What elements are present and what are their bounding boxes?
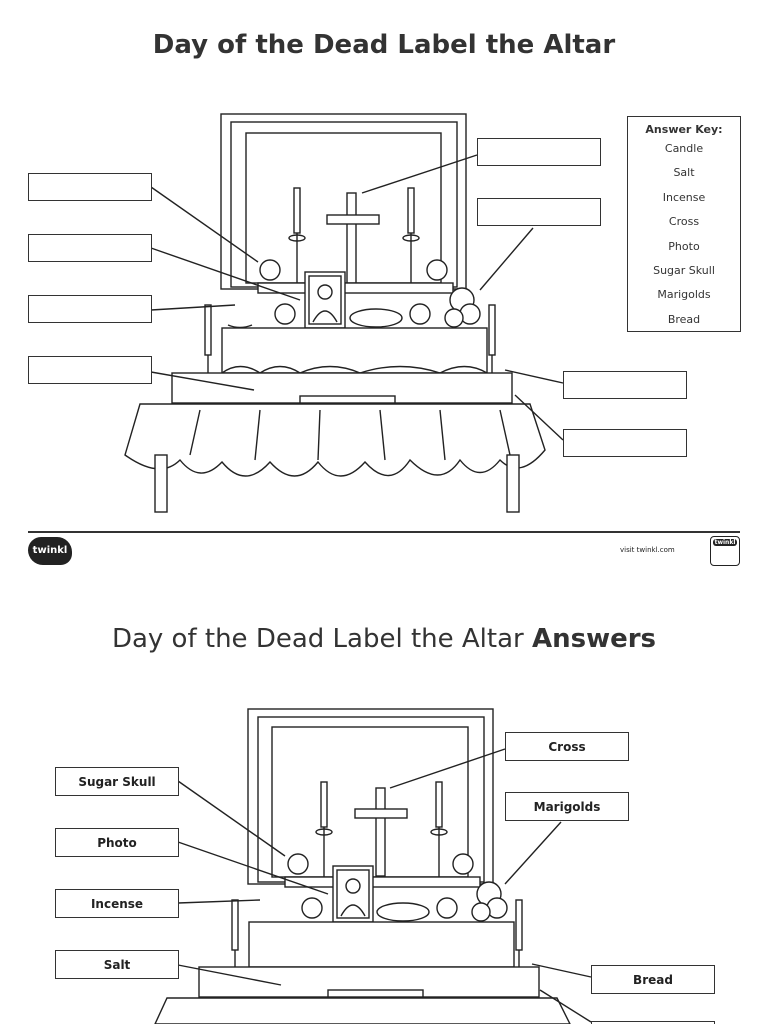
twinkl-logo[interactable]: twinkl [28, 537, 72, 565]
blank-label-box[interactable] [477, 198, 601, 226]
blank-label-box[interactable] [477, 138, 601, 166]
answers-title: Day of the Dead Label the Altar Answers [0, 624, 768, 654]
answer-label-marigolds: Marigolds [505, 792, 629, 821]
answer-label-bread: Bread [591, 965, 715, 994]
answer-label-incense: Incense [55, 889, 179, 918]
answer-label-cross: Cross [505, 732, 629, 761]
quality-badge-icon: twinkl [710, 536, 740, 566]
answers-title-prefix: Day of the Dead Label the Altar [111, 624, 524, 654]
blank-label-box[interactable] [563, 371, 687, 399]
visit-link[interactable]: visit twinkl.com [620, 546, 675, 554]
answer-key-item: Marigolds [657, 288, 711, 302]
answer-key-item: Salt [673, 166, 695, 180]
answer-key: Answer Key: Candle Salt Incense Cross Ph… [627, 116, 741, 332]
blank-label-box[interactable] [563, 429, 687, 457]
answer-key-item: Bread [667, 312, 701, 326]
answer-key-item: Sugar Skull [653, 264, 715, 278]
answer-key-item: Incense [662, 190, 706, 204]
answer-key-item: Cross [668, 215, 700, 229]
answer-key-heading: Answer Key: [645, 123, 723, 136]
answers-title-bold: Answers [531, 624, 657, 654]
answer-key-item: Candle [664, 142, 704, 155]
answer-label-sugar-skull: Sugar Skull [55, 767, 179, 796]
answer-label-cutoff [591, 1021, 715, 1024]
blank-label-box[interactable] [28, 356, 152, 384]
worksheet-title: Day of the Dead Label the Altar [152, 30, 616, 60]
answer-label-photo: Photo [55, 828, 179, 857]
blank-label-box[interactable] [28, 234, 152, 262]
answer-key-item: Photo [668, 239, 700, 253]
blank-label-box[interactable] [28, 173, 152, 201]
badge-label: twinkl [713, 539, 737, 546]
blank-label-box[interactable] [28, 295, 152, 323]
answer-label-salt: Salt [55, 950, 179, 979]
footer-divider [28, 531, 740, 533]
